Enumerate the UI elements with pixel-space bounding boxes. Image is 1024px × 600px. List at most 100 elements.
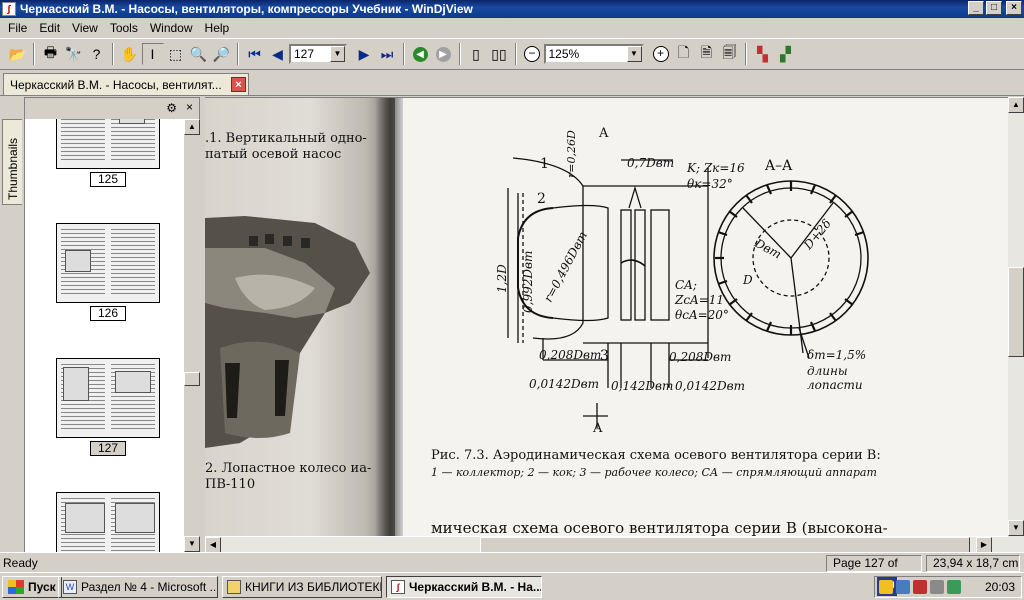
fit-page-icon[interactable]: 🗋 xyxy=(677,44,690,60)
display-mode-icon[interactable]: ▚ xyxy=(757,45,768,62)
windjview-icon: ∫ xyxy=(391,580,405,594)
thumbnail-image xyxy=(56,492,160,552)
minimize-button[interactable]: _ xyxy=(968,1,984,15)
find-icon[interactable]: 🔭 xyxy=(64,45,83,62)
thumbnail-scrollbar[interactable]: ▲ ▼ xyxy=(184,119,200,552)
menu-tools[interactable]: Tools xyxy=(109,21,138,35)
zoom-in-icon[interactable]: + xyxy=(650,43,672,65)
back-icon[interactable]: ◀ xyxy=(409,43,431,65)
drawing-label: A xyxy=(593,421,603,436)
text-select-icon[interactable]: I xyxy=(141,43,164,65)
forward-icon[interactable]: ▶ xyxy=(432,43,454,65)
last-page-icon[interactable]: ⏭ xyxy=(380,45,394,62)
shield-icon[interactable] xyxy=(879,580,893,594)
scroll-right-icon[interactable]: ▶ xyxy=(976,537,992,553)
system-tray: 20:03 xyxy=(874,576,1022,598)
magnify-icon[interactable]: 🔍 xyxy=(189,45,208,62)
single-page-icon[interactable]: ▯ xyxy=(472,45,480,62)
left-page-text-line: .1. Вертикальный одно- xyxy=(205,131,367,146)
taskbar-item-windjview[interactable]: ∫ Черкасский В.М. - На... xyxy=(386,576,542,598)
rect-select-icon[interactable]: ⬚ xyxy=(168,45,183,62)
chevron-down-icon[interactable]: ▼ xyxy=(330,46,345,62)
figure-icon xyxy=(65,503,105,533)
next-page-icon[interactable]: ▶ xyxy=(358,45,370,62)
maximize-button[interactable]: □ xyxy=(986,1,1002,15)
tab-thumbnails-label: Thumbnails xyxy=(6,137,20,200)
drawing-label: 0,208Dвт xyxy=(539,348,602,362)
toolbar-separator xyxy=(514,43,517,65)
actual-size-icon[interactable]: 🗐 xyxy=(722,44,737,60)
network-icon[interactable] xyxy=(896,580,910,594)
zoom-combo[interactable]: 125% ▼ xyxy=(543,44,644,64)
scroll-thumb[interactable] xyxy=(1008,267,1024,357)
menu-help[interactable]: Help xyxy=(204,21,230,35)
status-page-size: 23,94 x 18,7 cm xyxy=(926,555,1020,572)
window-title: Черкасский В.М. - Насосы, вентиляторы, к… xyxy=(20,2,473,16)
zoom-out-icon[interactable]: − xyxy=(521,43,543,65)
hand-tool-icon[interactable]: ✋ xyxy=(120,45,139,62)
first-page-icon[interactable]: ⏮ xyxy=(248,45,261,62)
zoom-rect-icon[interactable]: 🔎 xyxy=(212,45,231,62)
drawing-label: 1 xyxy=(540,156,549,172)
help-icon[interactable]: ? xyxy=(92,46,101,62)
menu-view[interactable]: View xyxy=(72,21,98,35)
document-view[interactable]: .1. Вертикальный одно- патый осевой насо… xyxy=(205,97,1008,536)
open-folder-icon[interactable]: 📂 xyxy=(8,45,27,62)
thumbnail-page-number: 126 xyxy=(90,306,126,321)
scroll-left-icon[interactable]: ◀ xyxy=(205,537,221,553)
gear-icon[interactable]: ⚙ xyxy=(166,101,177,115)
thumbnail-image xyxy=(56,223,160,303)
network-error-icon[interactable] xyxy=(913,580,927,594)
taskbar-item-label: КНИГИ ИЗ БИБЛИОТЕКИ xyxy=(245,580,382,594)
toolbar: 📂 🖶 🔭 ? ✋ I ⬚ 🔍 🔎 ⏮ ◀ 127 ▼ ▶ ⏭ ◀ ▶ ▯ ▯▯… xyxy=(0,38,1024,70)
left-page-text-line: 2. Лопастное колесо иа- xyxy=(205,461,372,476)
thumbnail-page-125[interactable]: 125 xyxy=(56,119,160,187)
drawing-label: 3 xyxy=(600,348,609,364)
document-vertical-scrollbar[interactable]: ▲ ▼ xyxy=(1008,97,1024,552)
scroll-thumb[interactable] xyxy=(184,372,200,386)
figure-icon xyxy=(119,119,145,124)
document-tab[interactable]: Черкасский В.М. - Насосы, вентилят... × xyxy=(3,73,249,95)
thumbnail-page-126[interactable]: 126 xyxy=(56,223,160,321)
drawing-label: K; Zк=16 xyxy=(687,161,745,175)
layer-mode-icon[interactable]: ▞ xyxy=(780,45,791,62)
tab-thumbnails[interactable]: Thumbnails xyxy=(2,119,22,205)
menu-window[interactable]: Window xyxy=(149,21,193,35)
prev-page-icon[interactable]: ◀ xyxy=(272,45,283,62)
document-horizontal-scrollbar[interactable]: ◀ ▶ xyxy=(205,536,1008,553)
scroll-up-icon[interactable]: ▲ xyxy=(184,119,200,135)
taskbar-item-folder[interactable]: КНИГИ ИЗ БИБЛИОТЕКИ xyxy=(222,576,382,598)
figure-icon xyxy=(115,503,155,533)
drawing-label: 0,0142Dвт xyxy=(675,379,745,393)
scroll-down-icon[interactable]: ▼ xyxy=(184,536,200,552)
start-button[interactable]: Пуск xyxy=(2,575,62,598)
drawing-label: A xyxy=(599,126,609,141)
toolbar-separator xyxy=(745,43,747,65)
print-icon[interactable]: 🖶 xyxy=(43,44,58,60)
menu-edit[interactable]: Edit xyxy=(39,21,61,35)
thumbnail-page-127[interactable]: 127 xyxy=(56,358,160,456)
clock: 20:03 xyxy=(984,580,1015,594)
drawing-label: 1,2D xyxy=(495,264,509,293)
tab-close-icon[interactable]: × xyxy=(231,77,246,92)
facing-pages-icon[interactable]: ▯▯ xyxy=(491,45,507,62)
monitor-icon[interactable] xyxy=(947,580,961,594)
drawing-label: r=0,26D xyxy=(565,130,578,178)
chevron-down-icon[interactable]: ▼ xyxy=(626,46,642,62)
menu-file[interactable]: File xyxy=(8,21,28,35)
page-number-combo[interactable]: 127 ▼ xyxy=(289,44,347,64)
app-icon[interactable]: ∫ xyxy=(2,2,16,16)
scroll-thumb[interactable] xyxy=(480,537,970,553)
close-icon[interactable]: × xyxy=(185,100,193,114)
scroll-up-icon[interactable]: ▲ xyxy=(1008,97,1024,113)
scroll-down-icon[interactable]: ▼ xyxy=(1008,520,1024,536)
thumbnail-page-128[interactable] xyxy=(56,492,160,552)
left-page-scan: .1. Вертикальный одно- патый осевой насо… xyxy=(205,98,395,536)
status-text: Ready xyxy=(3,555,38,570)
close-button[interactable]: × xyxy=(1006,1,1022,15)
status-bar: Ready Page 127 of 210 23,94 x 18,7 cm xyxy=(0,552,1024,585)
volume-icon[interactable] xyxy=(930,580,944,594)
fit-width-icon[interactable]: 🗎 xyxy=(700,44,713,60)
toolbar-separator xyxy=(402,43,405,65)
taskbar-item-word[interactable]: W Раздел № 4 - Microsoft ... xyxy=(58,576,218,598)
